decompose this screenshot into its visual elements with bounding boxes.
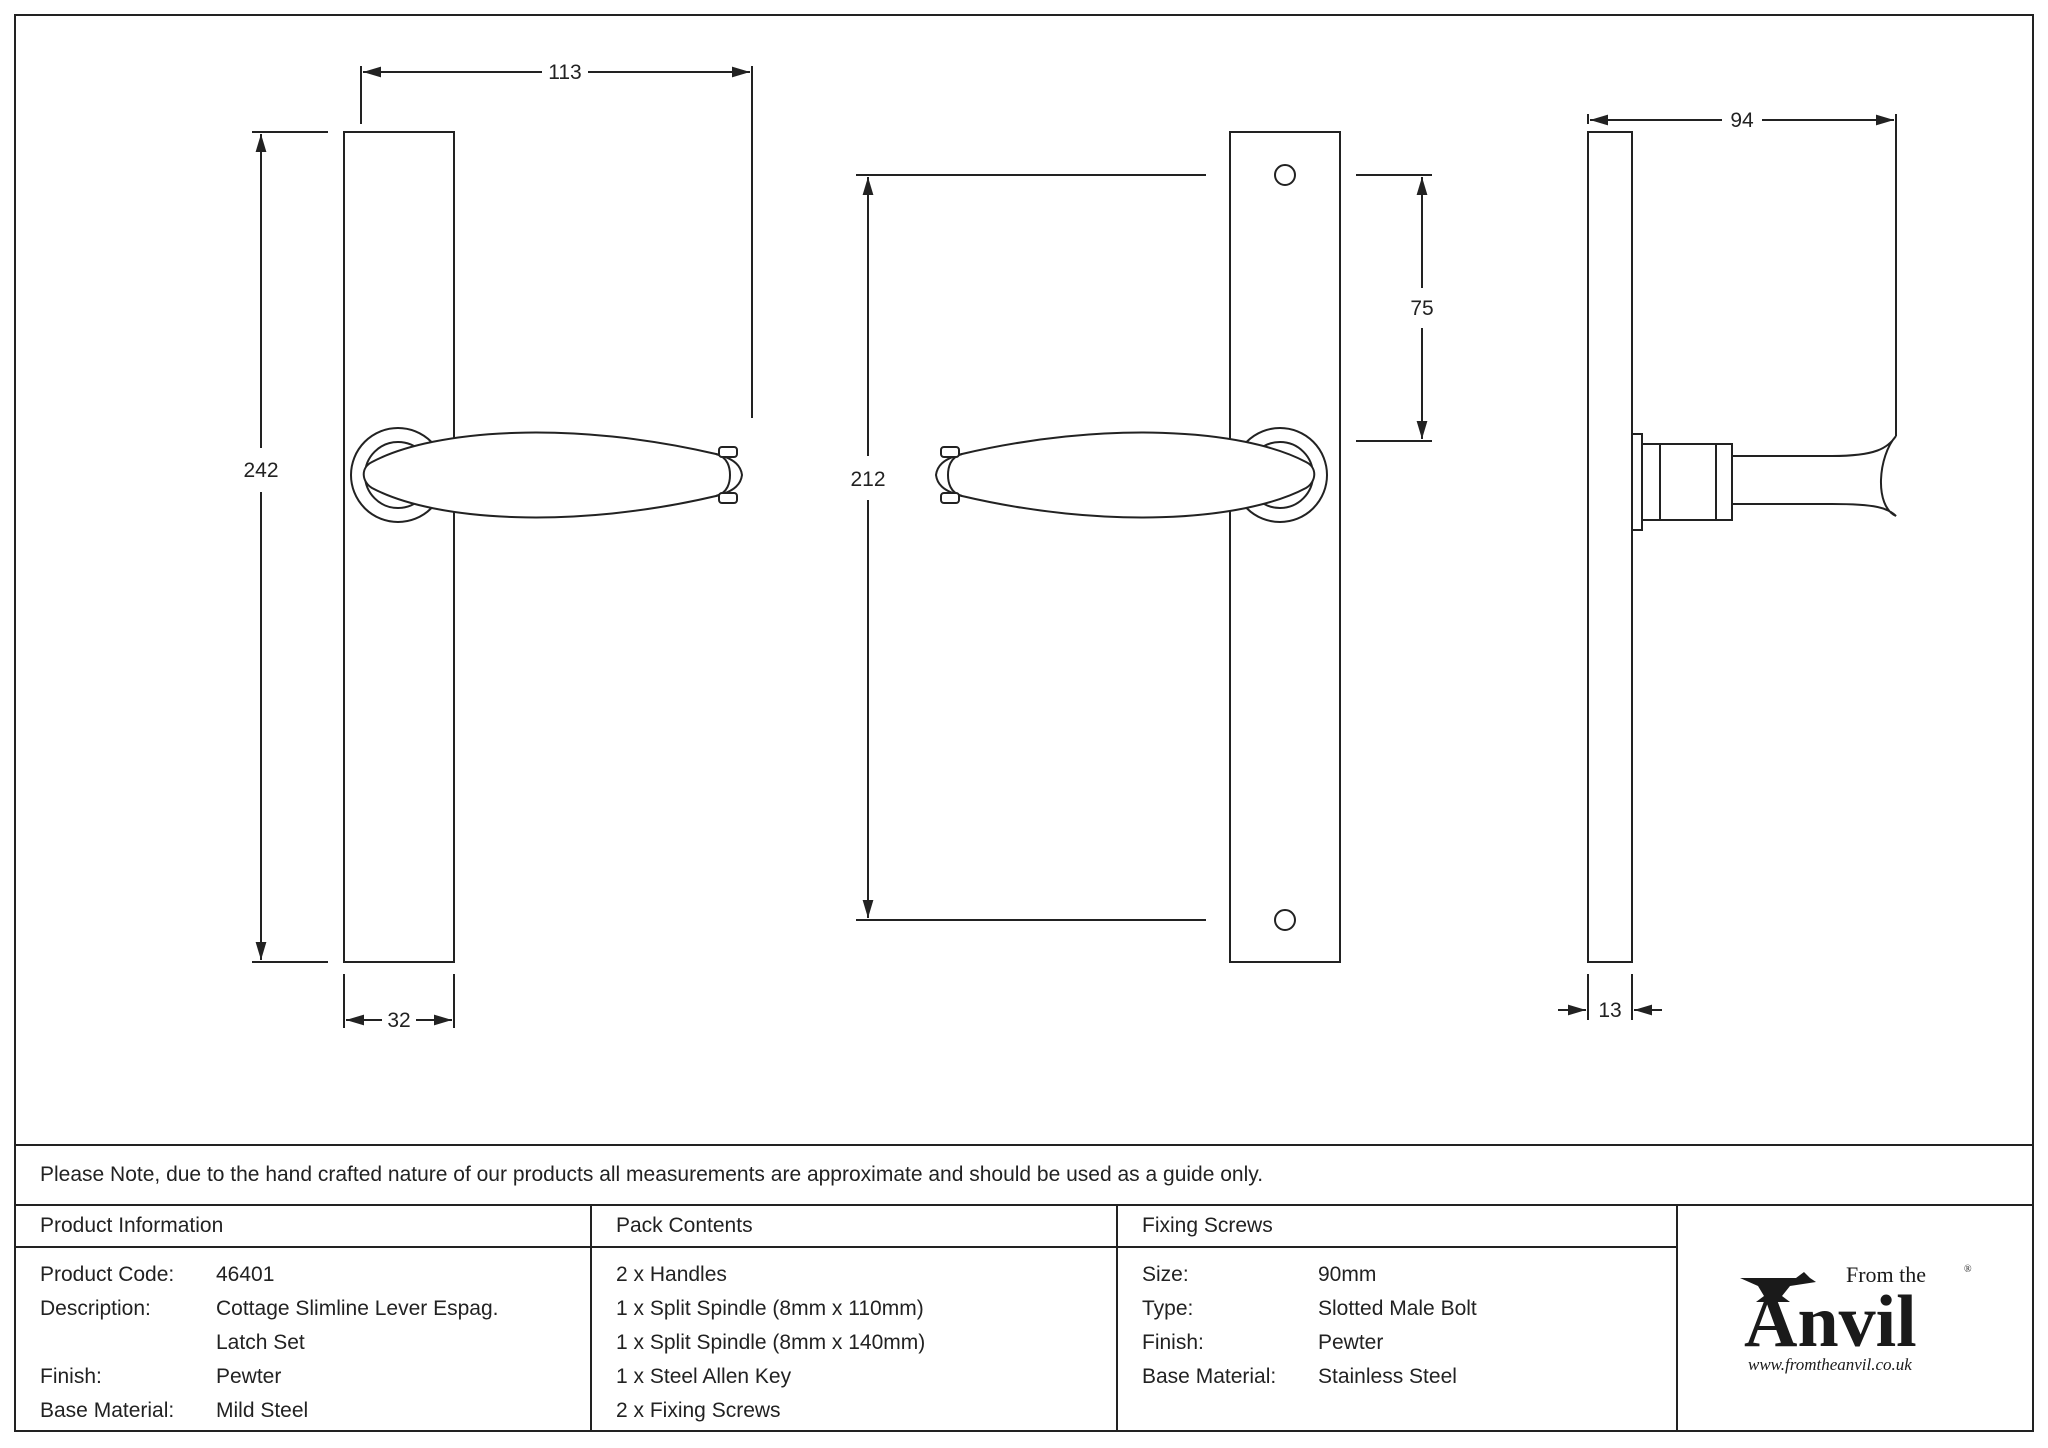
logo-panel: From the Anvil ® www.fromtheanvil.co.uk (1678, 1206, 2032, 1432)
screw-row: Finish:Pewter (1142, 1331, 1384, 1354)
screw-row: Base Material:Stainless Steel (1142, 1365, 1457, 1388)
dim-32-label: 32 (387, 1009, 410, 1032)
fixing-screws-panel: Fixing Screws Size:90mm Type:Slotted Mal… (1118, 1206, 1678, 1432)
fixing-screws-heading: Fixing Screws (1118, 1206, 1676, 1248)
pack-item: 1 x Split Spindle (8mm x 110mm) (616, 1297, 924, 1320)
pack-item: 2 x Fixing Screws (616, 1399, 781, 1422)
logo-anvil: Anvil (1744, 1281, 1917, 1363)
dim-113-label: 113 (548, 61, 581, 84)
logo-url: www.fromtheanvil.co.uk (1748, 1355, 1912, 1374)
dim-212-label: 212 (850, 468, 885, 491)
pack-contents-heading: Pack Contents (592, 1206, 1116, 1248)
pack-contents-panel: Pack Contents 2 x Handles 1 x Split Spin… (592, 1206, 1118, 1432)
pack-item: 2 x Handles (616, 1263, 727, 1286)
from-the-anvil-logo: From the Anvil ® www.fromtheanvil.co.uk (1740, 1262, 1972, 1374)
technical-drawing: 113 242 32 212 75 94 13 (243, 61, 1897, 1032)
dim-242-label: 242 (243, 459, 278, 482)
product-information-heading: Product Information (16, 1206, 590, 1248)
info-row: Finish:Pewter (40, 1365, 282, 1388)
dim-13-label: 13 (1598, 999, 1621, 1022)
info-row: Description:Cottage Slimline Lever Espag… (40, 1297, 499, 1320)
side-view (1587, 131, 1897, 963)
pack-item: 1 x Split Spindle (8mm x 140mm) (616, 1331, 926, 1354)
product-information-panel: Product Information Product Code:46401 D… (16, 1206, 592, 1432)
screw-row: Type:Slotted Male Bolt (1142, 1297, 1477, 1320)
logo-from-the: From the (1846, 1262, 1926, 1287)
measurement-note: Please Note, due to the hand crafted nat… (16, 1144, 2032, 1206)
info-row: Product Code:46401 (40, 1263, 275, 1286)
front-view-center (934, 131, 1341, 963)
screw-row: Size:90mm (1142, 1263, 1377, 1286)
dim-94-label: 94 (1730, 109, 1754, 132)
info-row: Base Material:Mild Steel (40, 1399, 309, 1422)
info-row: Latch Set (216, 1331, 305, 1354)
registered-mark-icon: ® (1964, 1264, 1972, 1275)
dim-75-label: 75 (1410, 297, 1433, 320)
front-view-left (343, 131, 744, 963)
drawing-sheet: 113 242 32 212 75 94 13 Please Note, due… (14, 14, 2034, 1432)
pack-item: 1 x Steel Allen Key (616, 1365, 792, 1388)
